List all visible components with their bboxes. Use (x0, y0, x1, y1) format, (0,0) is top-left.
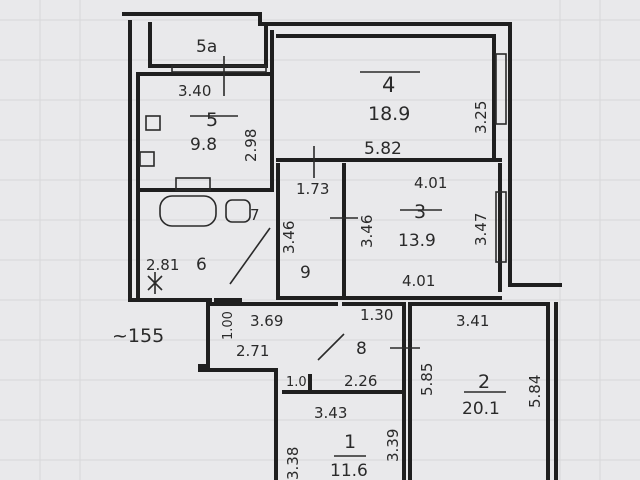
room-9-number: 9 (300, 263, 311, 283)
room-5-number: 5 (206, 109, 218, 131)
room-8-dim-top: 1.30 (360, 306, 393, 324)
room-3-dim-top: 4.01 (414, 174, 447, 192)
room-labels: 5a 3.40 5 9.8 2.98 4 18.9 5.82 3.25 4.01… (112, 37, 544, 480)
room-8-dim-width: 3.69 (250, 312, 283, 330)
kitchen-sink-icon (139, 151, 155, 167)
room-5-area: 9.8 (190, 135, 217, 155)
room-4-dim-length: 5.82 (364, 139, 402, 159)
room-3-dim-side: 3.46 (358, 215, 376, 248)
room-8-dim-small: 1.0 (286, 375, 307, 390)
room-3-number: 3 (414, 201, 426, 223)
room-1-area: 11.6 (330, 461, 368, 480)
room-2-number: 2 (478, 371, 490, 393)
room-6-dim: 2.81 (146, 256, 179, 274)
vent-icon (147, 272, 163, 294)
room-4-dim-height: 3.25 (472, 101, 490, 134)
room-4-number: 4 (382, 73, 395, 97)
balcony-window (171, 65, 267, 73)
room-1-dim-left: 3.38 (284, 447, 302, 480)
fixtures (139, 53, 507, 457)
room-8-number: 8 (356, 339, 367, 359)
room-7-number: 7 (250, 206, 260, 224)
room-3-area: 13.9 (398, 231, 436, 251)
room-6-number: 6 (196, 255, 207, 275)
room-5-dim-height: 2.98 (242, 129, 260, 162)
room-2-area: 20.1 (462, 399, 500, 419)
room-9-dim-width: 1.73 (296, 180, 329, 198)
outside-dimension-note: ~155 (112, 325, 164, 347)
room-1-dim-top: 3.43 (314, 404, 347, 422)
room-5a-dim: 3.40 (178, 82, 211, 100)
walls (122, 12, 562, 480)
room-2-dim-top: 3.41 (456, 312, 489, 330)
room-1-number: 1 (344, 431, 356, 453)
bathtub (159, 195, 217, 227)
room-2-dim-right: 5.84 (526, 375, 544, 408)
window-room-4 (495, 53, 507, 125)
toilet (225, 199, 251, 223)
room-3-dim-bottom: 4.01 (402, 272, 435, 290)
room-2-dim-left: 5.85 (418, 363, 436, 396)
door-hall (317, 333, 345, 361)
sink-cabinet (175, 177, 211, 191)
room-9-dim-height: 3.46 (280, 221, 298, 254)
door-bath (229, 227, 271, 285)
room-8-dim-side: 1.00 (221, 311, 236, 340)
room-1-dim-right: 3.39 (384, 429, 402, 462)
stove-icon (145, 115, 161, 131)
room-5a-number: 5a (196, 37, 217, 57)
room-8-area: 2.71 (236, 342, 269, 360)
window-room-3 (495, 191, 507, 263)
room-8-dim-bottom: 2.26 (344, 372, 377, 390)
room-3-dim-height: 3.47 (472, 213, 490, 246)
room-4-area: 18.9 (368, 103, 410, 125)
